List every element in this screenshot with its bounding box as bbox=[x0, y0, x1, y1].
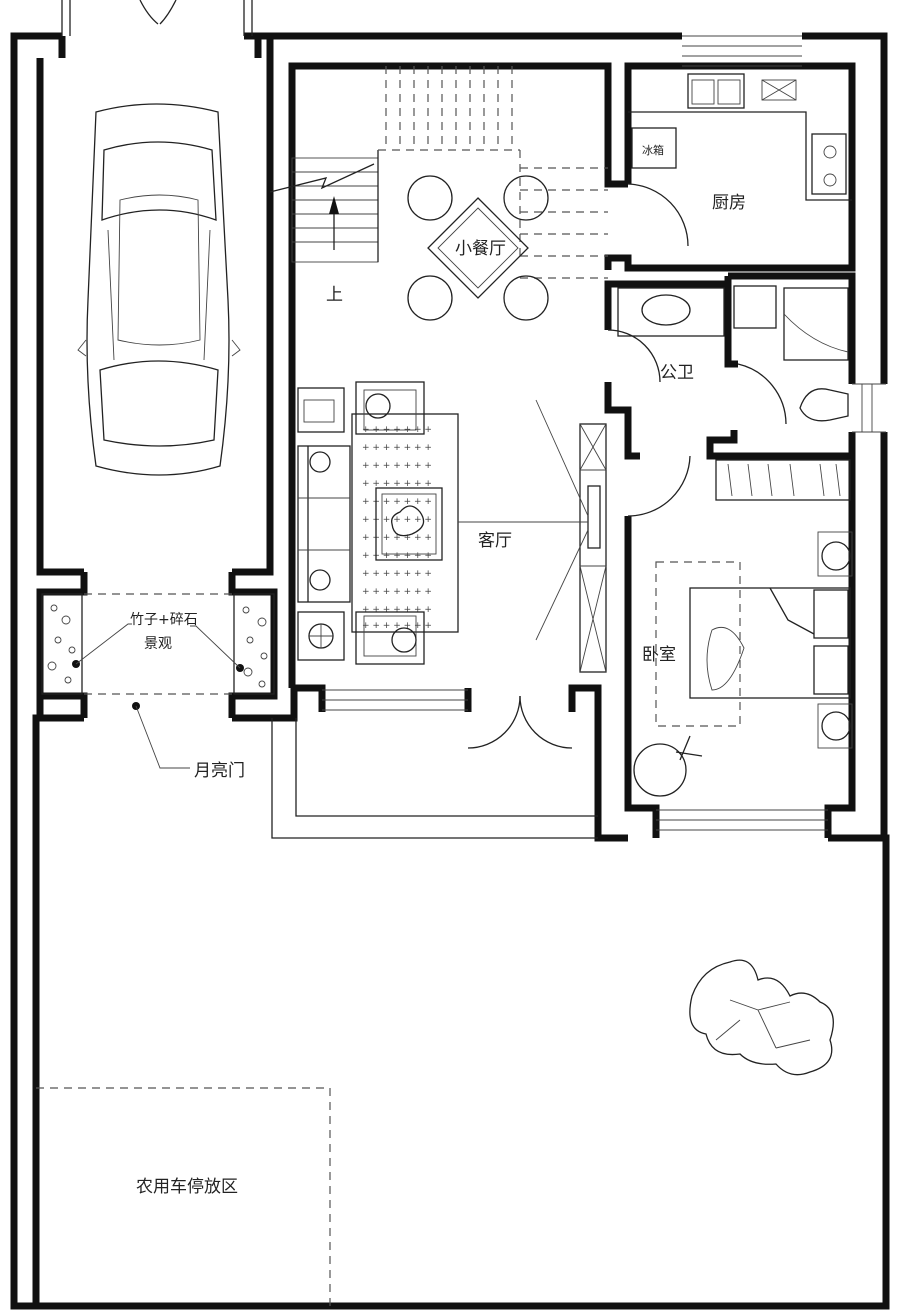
staircase bbox=[269, 66, 608, 279]
living-room-label: 客厅 bbox=[478, 531, 512, 551]
farm-parking-label: 农用车停放区 bbox=[136, 1177, 238, 1197]
living-room-furniture: + + + + + + + + + + + + + + + + + + + + +… bbox=[271, 381, 607, 839]
landscape-label-line1: 竹子+碎石 bbox=[130, 612, 198, 628]
landscape-planters bbox=[41, 593, 275, 769]
car-icon bbox=[77, 103, 241, 476]
dining-table-icon bbox=[407, 175, 549, 321]
stairs-up-label: 上 bbox=[326, 285, 343, 305]
dining-room-label: 小餐厅 bbox=[455, 239, 506, 259]
tree-icon bbox=[689, 959, 834, 1076]
svg-text:+ + + + + + +: + + + + + + + bbox=[362, 443, 432, 453]
windows bbox=[61, 0, 886, 831]
svg-text:+ + + + + + +: + + + + + + + bbox=[362, 479, 432, 489]
bedroom-label: 卧室 bbox=[642, 645, 676, 665]
exterior-walls bbox=[10, 32, 890, 1310]
svg-text:+ + + + + + +: + + + + + + + bbox=[362, 533, 432, 543]
landscape-label-line2: 景观 bbox=[144, 636, 172, 652]
svg-text:+ + + + + + +: + + + + + + + bbox=[362, 551, 432, 561]
svg-text:+ + + + + + +: + + + + + + + bbox=[362, 515, 432, 525]
moon-gate-label: 月亮门 bbox=[194, 761, 245, 781]
svg-text:+ + + + + + +: + + + + + + + bbox=[362, 605, 432, 615]
yard bbox=[36, 1087, 331, 1306]
svg-text:+ + + + + + +: + + + + + + + bbox=[362, 461, 432, 471]
bathroom-fixtures bbox=[607, 285, 849, 517]
svg-text:+ + + + + + +: + + + + + + + bbox=[362, 569, 432, 579]
kitchen-fixtures bbox=[627, 73, 852, 247]
bathroom-label: 公卫 bbox=[660, 363, 694, 383]
bedroom-furniture bbox=[633, 459, 853, 797]
svg-text:+ + + + + + +: + + + + + + + bbox=[362, 587, 432, 597]
svg-text:+ + + + + + +: + + + + + + + bbox=[362, 497, 432, 507]
fridge-label: 冰箱 bbox=[642, 143, 664, 157]
svg-text:+ + + + + + +: + + + + + + + bbox=[362, 621, 432, 631]
kitchen-label: 厨房 bbox=[712, 193, 746, 213]
interior-walls bbox=[288, 62, 856, 842]
